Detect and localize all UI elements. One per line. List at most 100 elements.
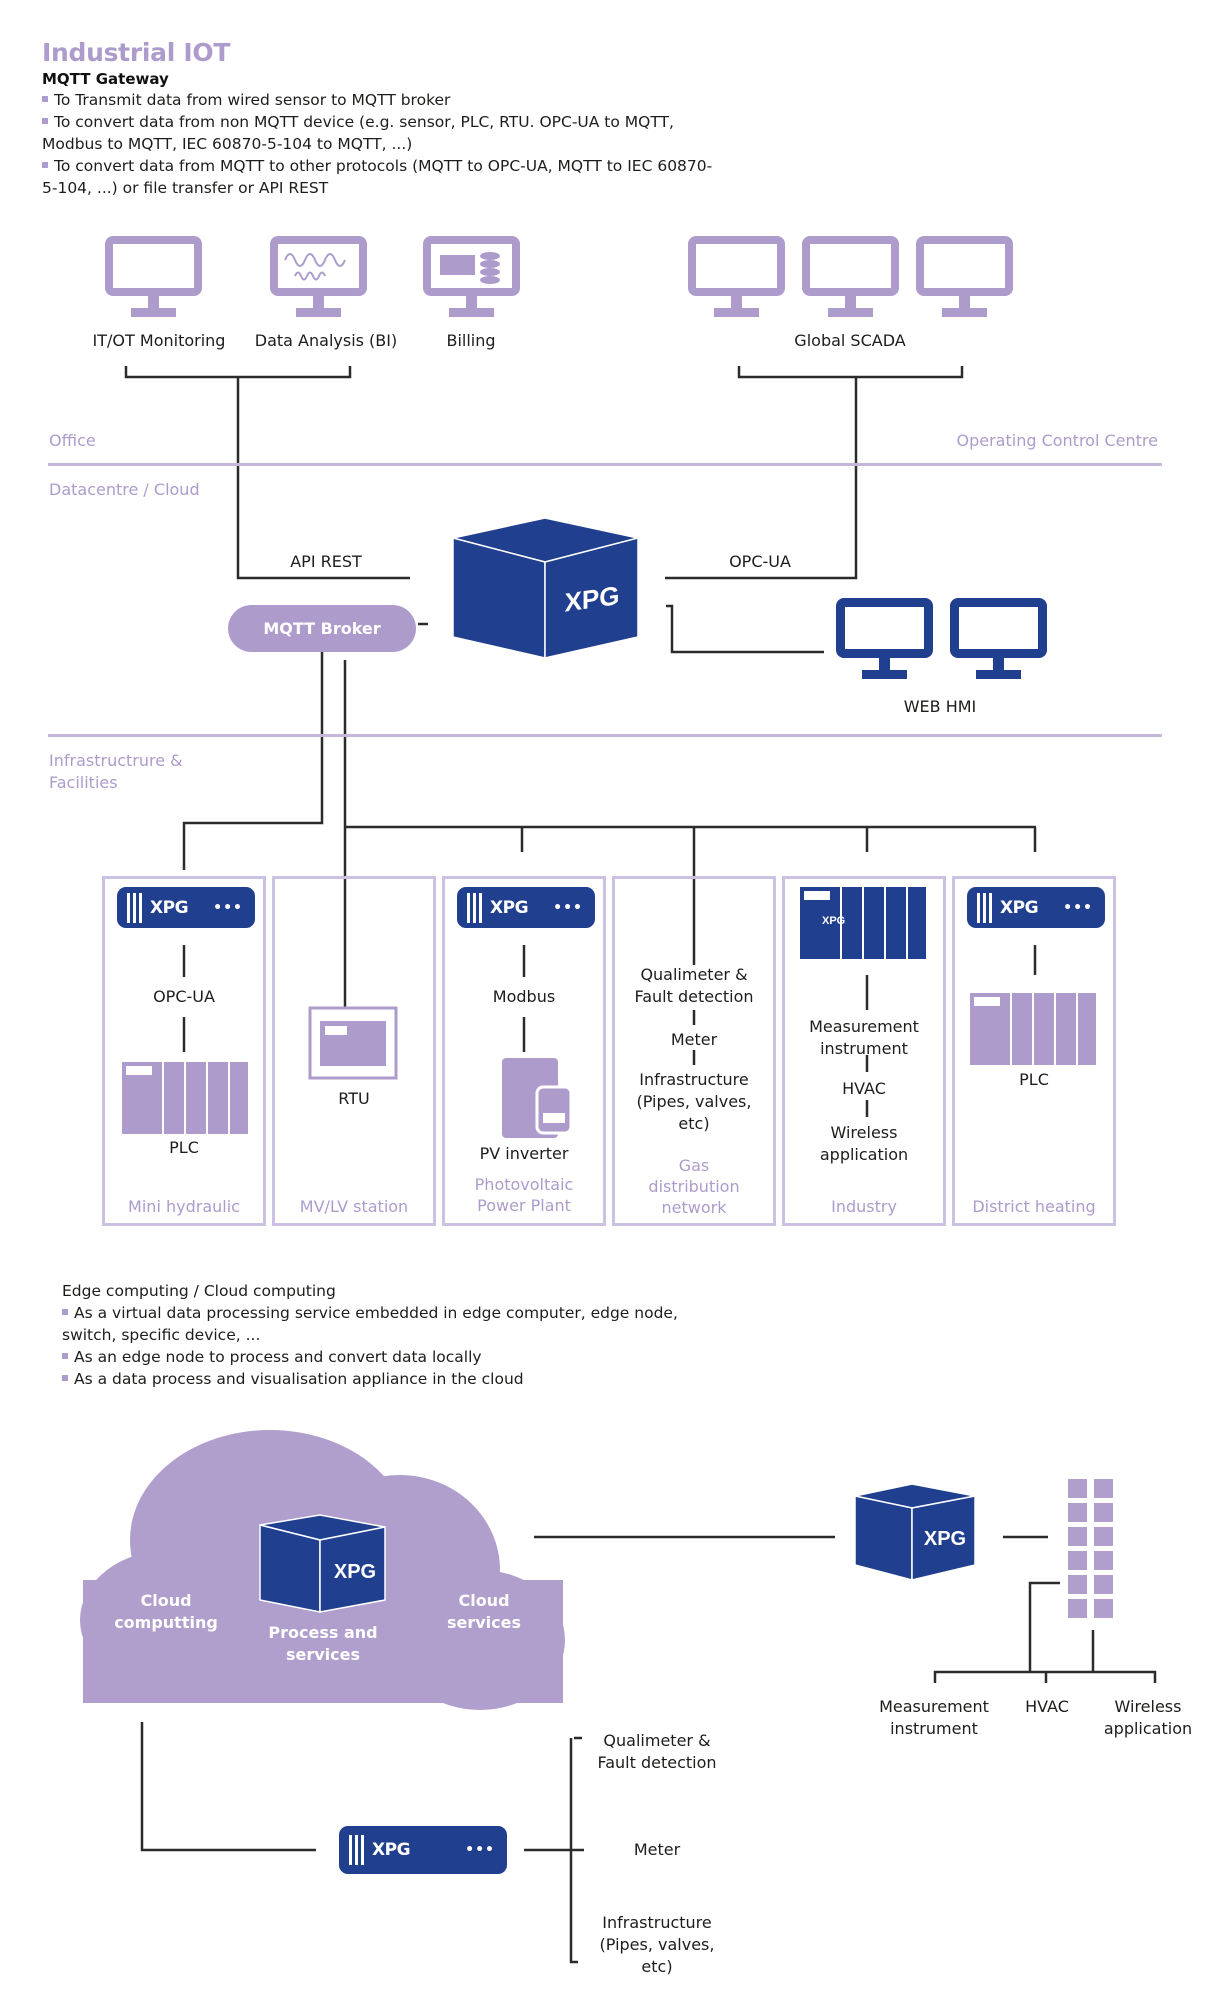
protocol-label: OPC-UA bbox=[153, 987, 215, 1006]
scada-monitor-icon bbox=[916, 236, 1013, 317]
rtu-icon bbox=[308, 1006, 398, 1080]
item-qualimeter: Qualimeter & Fault detection bbox=[634, 965, 754, 1006]
cloud-services-label: Cloud services bbox=[446, 1591, 522, 1632]
bullet-square-icon bbox=[42, 96, 48, 102]
bullet-square-icon bbox=[42, 162, 48, 168]
xpg-bars-icon bbox=[467, 892, 482, 923]
bullet-item: As a virtual data processing service emb… bbox=[62, 1304, 678, 1344]
bottom-target-infrastructure: Infrastructure (Pipes, valves, etc) bbox=[599, 1913, 715, 1976]
target-measurement: Measurement instrument bbox=[879, 1697, 989, 1738]
bottom-target-qualimeter: Qualimeter & Fault detection bbox=[597, 1731, 717, 1772]
xpg-cloud-cube-icon: XPG bbox=[259, 1514, 386, 1613]
bullet-item: As a data process and visualisation appl… bbox=[62, 1368, 702, 1390]
monitor-icon bbox=[105, 236, 202, 317]
bullet-item: To convert data from MQTT to other proto… bbox=[42, 157, 713, 197]
zone-divider bbox=[48, 734, 1162, 737]
item-hvac: HVAC bbox=[842, 1079, 886, 1098]
monitor-database-icon bbox=[423, 236, 520, 317]
plc-icon bbox=[122, 1062, 248, 1134]
protocol-label: Modbus bbox=[492, 987, 556, 1006]
xpg-bars-icon bbox=[349, 1835, 364, 1865]
api-rest-label: API REST bbox=[290, 552, 362, 571]
facility-gas-distribution: Qualimeter & Fault detection Meter Infra… bbox=[612, 876, 776, 1226]
xpg-edge-cube-icon: XPG bbox=[854, 1483, 976, 1581]
bullet-item: To Transmit data from wired sensor to MQ… bbox=[42, 89, 722, 111]
zone-label-datacentre: Datacentre / Cloud bbox=[49, 480, 200, 499]
xpg-gateway-device: XPG ••• bbox=[457, 887, 595, 928]
device-label: PLC bbox=[1019, 1070, 1049, 1089]
facility-mv-lv-station: RTU MV/LV station bbox=[272, 876, 436, 1226]
connector-gateway-targets bbox=[524, 1736, 584, 1964]
facility-name: District heating bbox=[972, 1197, 1096, 1216]
xpg-edge-gateway-device: XPG ••• bbox=[339, 1826, 507, 1874]
web-hmi-label: WEB HMI bbox=[903, 697, 977, 716]
connector-office-bracket bbox=[124, 366, 410, 580]
bullet-square-icon bbox=[62, 1375, 68, 1381]
zone-divider bbox=[48, 463, 1162, 466]
facility-photovoltaic: XPG ••• Modbus PV inverter Photovoltaic … bbox=[442, 876, 606, 1226]
bullet-item: To convert data from non MQTT device (e.… bbox=[42, 113, 674, 153]
xpg-bars-icon bbox=[127, 892, 142, 923]
xpg-bars-icon bbox=[977, 892, 992, 923]
connector-cube-webhmi bbox=[666, 604, 824, 654]
facility-industry: Measurement instrument HVAC Wireless app… bbox=[782, 876, 946, 1226]
monitor-label-billing: Billing bbox=[446, 331, 496, 350]
edge-bullet-list: As a virtual data processing service emb… bbox=[62, 1302, 702, 1390]
building-icon bbox=[1068, 1479, 1113, 1618]
connector-broker-bus bbox=[343, 660, 1036, 1060]
bullet-item: As an edge node to process and convert d… bbox=[62, 1346, 702, 1368]
item-infrastructure: Infrastructure (Pipes, valves, etc) bbox=[636, 1070, 752, 1133]
target-hvac: HVAC bbox=[1025, 1697, 1069, 1716]
monitor-label-global-scada: Global SCADA bbox=[794, 331, 906, 350]
cloud-computing-label: Cloud computting bbox=[114, 1591, 218, 1632]
monitor-icon bbox=[950, 598, 1047, 679]
device-label: PV inverter bbox=[479, 1144, 569, 1163]
bullet-square-icon bbox=[62, 1353, 68, 1359]
svg-text:XPG: XPG bbox=[334, 1561, 376, 1583]
zone-label-operating-control: Operating Control Centre bbox=[956, 431, 1159, 450]
connector-broker-mini-hydraulic bbox=[182, 652, 324, 870]
pv-inverter-icon bbox=[502, 1058, 573, 1138]
item-wireless: Wireless application bbox=[819, 1123, 909, 1164]
connectors bbox=[124, 366, 1157, 1964]
scada-monitor-icon bbox=[688, 236, 785, 317]
more-dots-icon: ••• bbox=[465, 1842, 495, 1858]
web-hmi-monitors bbox=[836, 598, 1047, 679]
office-monitors bbox=[105, 236, 1013, 317]
item-measurement: Measurement instrument bbox=[809, 1017, 919, 1058]
facility-name: Mini hydraulic bbox=[128, 1197, 240, 1216]
zone-label-office: Office bbox=[49, 431, 96, 450]
xpg-gateway-device: XPG ••• bbox=[967, 887, 1105, 928]
more-dots-icon: ••• bbox=[213, 899, 243, 916]
scada-monitor-icon bbox=[802, 236, 899, 317]
bullet-square-icon bbox=[62, 1309, 68, 1315]
item-meter: Meter bbox=[670, 1030, 718, 1049]
svg-text:XPG: XPG bbox=[822, 915, 845, 927]
facility-mini-hydraulic: XPG ••• OPC-UA PLC Mini hydraulic bbox=[102, 876, 266, 1226]
zone-label-infrastructure: Infrastructrure & Facilities bbox=[49, 751, 183, 792]
device-label: RTU bbox=[338, 1089, 370, 1108]
facility-name: Industry bbox=[831, 1197, 897, 1216]
monitor-label-data-analysis: Data Analysis (BI) bbox=[254, 331, 398, 350]
connector-building-targets bbox=[933, 1581, 1157, 1683]
edge-title: Edge computing / Cloud computing bbox=[62, 1282, 336, 1300]
mqtt-broker: MQTT Broker bbox=[228, 605, 416, 652]
section-subtitle: MQTT Gateway bbox=[42, 70, 169, 88]
xpg-gateway-device: XPG ••• bbox=[117, 887, 255, 928]
monitor-label-it-ot: IT/OT Monitoring bbox=[92, 331, 226, 350]
gateway-bullet-list: To Transmit data from wired sensor to MQ… bbox=[42, 89, 722, 199]
bottom-target-meter: Meter bbox=[633, 1840, 681, 1859]
monitor-waveform-icon bbox=[270, 236, 367, 317]
target-wireless: Wireless application bbox=[1103, 1697, 1193, 1738]
facility-name: MV/LV station bbox=[299, 1197, 409, 1216]
connector-cloud-gateway bbox=[140, 1722, 316, 1852]
process-services-label: Process and services bbox=[268, 1623, 378, 1664]
plc-icon bbox=[970, 993, 1096, 1065]
facility-name: Photovoltaic Power Plant bbox=[474, 1175, 574, 1215]
more-dots-icon: ••• bbox=[553, 899, 583, 916]
more-dots-icon: ••• bbox=[1063, 899, 1093, 916]
xpg-cube-icon: XPG bbox=[452, 517, 639, 659]
page-title: Industrial IOT bbox=[42, 38, 231, 67]
xpg-plc-icon: XPG bbox=[800, 887, 926, 959]
